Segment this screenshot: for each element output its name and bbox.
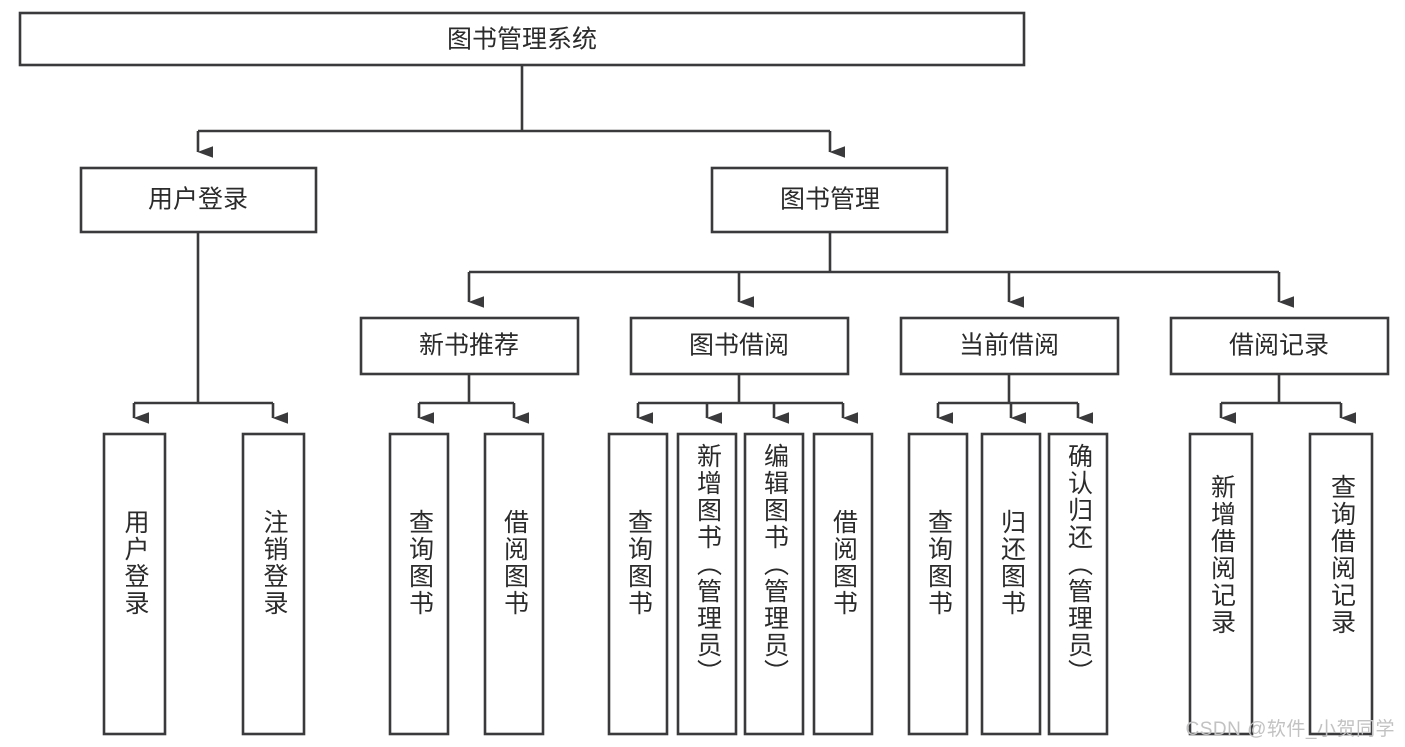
leaf-box-query-book-recommend[interactable]: [388, 432, 450, 736]
node-borrow-record[interactable]: 借阅记录: [1169, 316, 1390, 376]
leaf-box-confirm-return-admin[interactable]: [1047, 432, 1109, 736]
leaf-box-query-borrow-record[interactable]: [1308, 432, 1374, 736]
leaf-user-login-rect: [102, 432, 167, 736]
leaf-add-borrow-record-rect: [1188, 432, 1254, 736]
watermark-text: CSDN @软件_小贺同学: [1185, 719, 1395, 740]
leaf-box-return-book[interactable]: [980, 432, 1042, 736]
node-root[interactable]: 图书管理系统: [18, 11, 1026, 67]
leaf-box-add-book-admin[interactable]: [676, 432, 738, 736]
root-box-rect: [18, 11, 1026, 67]
leaf-query-book-recommend-rect: [388, 432, 450, 736]
leaf-box-add-borrow-record[interactable]: [1188, 432, 1254, 736]
connector-book-management-to-level3: [467, 232, 1294, 308]
leaf-box-borrow-book[interactable]: [812, 432, 874, 736]
current-borrow-box-rect: [899, 316, 1120, 376]
connector-new-book-recommend-to-leaves: [417, 374, 529, 424]
connector-borrow-record-to-leaves: [1219, 374, 1356, 424]
leaf-box-user-login[interactable]: [102, 432, 167, 736]
leaf-query-borrow-record-rect: [1308, 432, 1374, 736]
leaf-box-query-book-borrow[interactable]: [607, 432, 669, 736]
book-management-label: 图书管理: [780, 186, 880, 214]
leaf-confirm-return-admin-rect: [1047, 432, 1109, 736]
borrow-record-label: 借阅记录: [1229, 332, 1329, 360]
connector-book-borrow-to-leaves: [636, 374, 858, 424]
leaf-query-book-borrow-rect: [607, 432, 669, 736]
new-book-recommend-label: 新书推荐: [419, 332, 519, 360]
leaf-logout-rect: [241, 432, 306, 736]
connector-user-login-to-leaves: [132, 232, 288, 424]
book-borrow-label: 图书借阅: [689, 332, 789, 360]
node-book-borrow[interactable]: 图书借阅: [629, 316, 850, 376]
leaf-box-query-book-current[interactable]: [907, 432, 969, 736]
node-current-borrow[interactable]: 当前借阅: [899, 316, 1120, 376]
root-label: 图书管理系统: [447, 26, 597, 54]
leaf-box-borrow-book-recommend[interactable]: [483, 432, 545, 736]
user-login-box-rect: [79, 166, 318, 234]
current-borrow-label: 当前借阅: [959, 332, 1059, 360]
connector-root-to-level2: [196, 65, 845, 158]
leaf-add-book-admin-rect: [676, 432, 738, 736]
leaf-query-book-current-rect: [907, 432, 969, 736]
node-new-book-recommend[interactable]: 新书推荐: [359, 316, 580, 376]
leaf-borrow-book-rect: [812, 432, 874, 736]
new-book-recommend-box-rect: [359, 316, 580, 376]
connector-current-borrow-to-leaves: [936, 374, 1093, 424]
leaf-edit-book-admin-rect: [743, 432, 805, 736]
node-book-management[interactable]: 图书管理: [710, 166, 949, 234]
leaf-return-book-rect: [980, 432, 1042, 736]
leaf-borrow-book-recommend-rect: [483, 432, 545, 736]
leaf-box-edit-book-admin[interactable]: [743, 432, 805, 736]
user-login-label: 用户登录: [148, 186, 248, 214]
leaf-box-logout[interactable]: [241, 432, 306, 736]
node-user-login[interactable]: 用户登录: [79, 166, 318, 234]
